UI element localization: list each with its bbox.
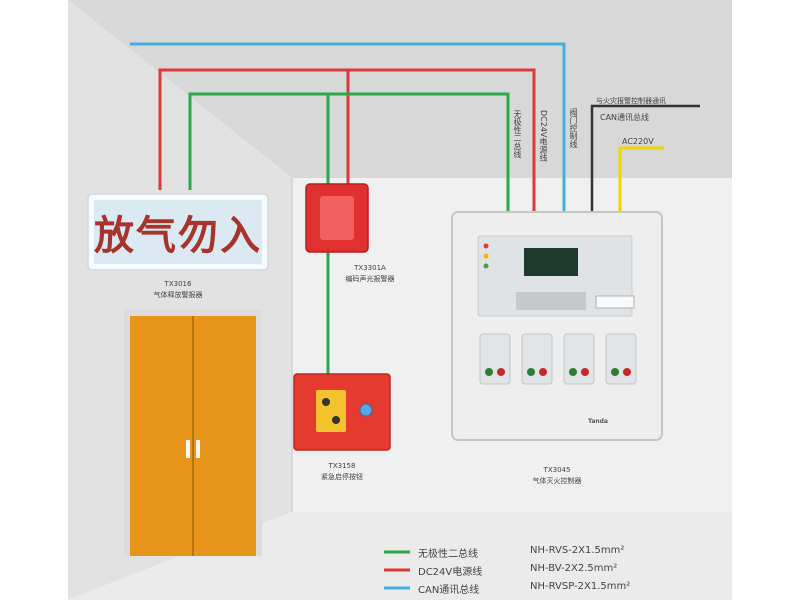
blue-wire [130,42,566,214]
legend-green-spec: NH-RVS-2X1.5mm² [530,545,625,556]
green-wire-main [188,92,510,214]
legend-green-name: 无极性二总线 [418,549,478,560]
panel-led-red [483,243,489,249]
gas-release-sign [87,193,269,271]
legend-blue-name: CAN通讯总线 [418,585,480,596]
panel-keypad [516,292,586,310]
button-start [322,398,330,406]
zone-module-3 [563,333,595,385]
strobe-model-label: TX3301A [354,264,386,272]
zone-1-start [485,368,493,376]
sign-text: 放气勿入 [94,212,262,259]
legend-blue-spec: NH-RVSP-2X1.5mm² [530,581,631,592]
panel-brand: Tanda [588,418,608,425]
sign-model-label: TX3016 [164,280,192,288]
button-model-label: TX3158 [328,462,356,470]
panel-printer-slot [595,295,635,309]
red-wire-label: DC24V电源线 [539,110,548,162]
panel-led-green [483,263,489,269]
zone-3-start [569,368,577,376]
zone-module-4 [605,333,637,385]
zone-module-1 [479,333,511,385]
button-stop [332,416,340,424]
yellow-wire [618,146,664,214]
floor [68,512,732,600]
blue-wire-label: 阀门控制线 [569,108,578,148]
zone-4-start [611,368,619,376]
ac-power-label: AC220V [622,137,654,146]
panel-led-yellow [483,253,489,259]
button-key [359,403,373,417]
button-yellow-plate [316,390,346,432]
panel-model-label: TX3045 [543,466,571,474]
fire-link-label: 与火灾报警控制器通讯 [596,97,666,105]
strobe-lens [320,196,354,240]
panel-display [524,248,578,276]
door [124,310,262,556]
strobe-name-label: 编码声光报警器 [345,275,395,283]
sign-name-label: 气体释放警报器 [153,291,203,299]
button-name-label: 紧急启停按钮 [321,473,363,481]
zone-4-stop [623,368,631,376]
wires [130,42,700,374]
zone-3-stop [581,368,589,376]
sign-face [94,200,262,264]
sounder-strobe [305,183,369,253]
can-bus-label: CAN通讯总线 [600,113,650,122]
panel-name-label: 气体灭火控制器 [532,477,582,485]
legend-red-name: DC24V电源线 [418,567,483,578]
emergency-start-stop-button [293,373,391,451]
black-wire [590,104,700,214]
zone-1-stop [497,368,505,376]
gas-extinguishing-controller [451,211,663,441]
green-wire-label: 无极性二总线 [513,110,522,158]
door-handle-left [186,440,190,458]
zone-2-stop [539,368,547,376]
zone-2-start [527,368,535,376]
zone-module-2 [521,333,553,385]
legend-swatches [384,550,410,590]
door-handle-right [196,440,200,458]
legend-red-spec: NH-BV-2X2.5mm² [530,563,618,574]
